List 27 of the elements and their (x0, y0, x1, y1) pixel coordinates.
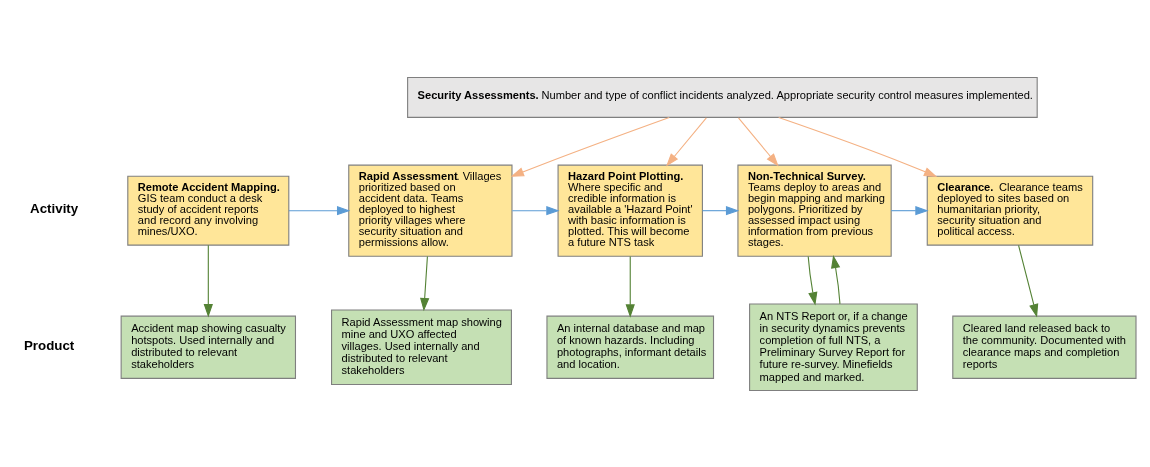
arrow (890, 205, 929, 215)
node-box: An NTS Report or, if a change in security dynamics prevents completion of full NTS, a Preliminary Survey Report for future re-survey. Minefields mapped and marked. (749, 302, 918, 391)
node-box: Hazard Point Plotting. Where specific and credible information is available a 'Hazard Point' with basic information is plotted. This will become a future NTS task (557, 164, 703, 257)
node-box: Remote Accident Mapping. GIS team conduct a desk study of accident reports and record any involving mines/UXO. (127, 175, 290, 246)
arrow (666, 116, 707, 166)
node-box: Accident map showing casualty hotspots. Used internally and distributed to relevant stakeholders (120, 315, 297, 379)
arrow (737, 116, 779, 166)
node-box: An internal database and map of known hazards. Including photographs, informant details and location. (546, 315, 715, 379)
arrow (778, 116, 938, 177)
arrow (702, 205, 740, 215)
arrow (511, 205, 560, 215)
arrow (807, 255, 818, 305)
node-box: Rapid Assessment map showing mine and UXO affected villages. Used internally and distributed to relevant stakeholders (331, 309, 512, 385)
arrow (203, 244, 213, 317)
arrow (625, 255, 635, 318)
node-box: Cleared land released back to the community. Documented with clearance maps and completion reports (952, 315, 1137, 379)
label: Activity (30, 200, 79, 216)
arrow (288, 205, 351, 215)
label: Product (23, 337, 75, 353)
arrow (420, 255, 430, 311)
node-box: Non-Technical Survey. Teams deploy to areas and begin mapping and marking polygons. Prioritized by assessed impact using information from previous stages. (737, 164, 892, 257)
arrow (831, 254, 841, 304)
node-box: Clearance. Clearance teams deployed to sites based on humanitarian priority, security situation and political access. (926, 175, 1094, 246)
arrow (510, 116, 670, 177)
node-box: Rapid Assessment. Villages prioritized based on accident data. Teams deployed to highest priority villages where security situation and permissions allow. (348, 164, 513, 257)
arrow (1018, 244, 1039, 317)
node-box: Security Assessments. Number and type of conflict incidents analyzed. Appropriate security control measures implemented. (407, 76, 1038, 118)
